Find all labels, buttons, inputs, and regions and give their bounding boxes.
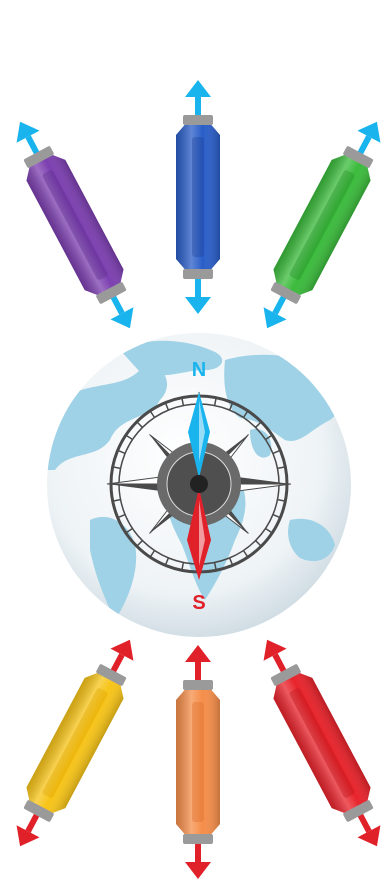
arrow-shaft xyxy=(28,814,37,832)
south-label: S xyxy=(192,592,205,614)
arrow-shaft xyxy=(113,655,122,673)
magnet-groove xyxy=(192,702,204,822)
magnet-purple xyxy=(1,111,150,338)
arrow-head xyxy=(185,297,211,314)
arrow-head xyxy=(9,825,40,852)
arrow-head xyxy=(256,634,287,661)
arrow-shaft xyxy=(360,814,369,832)
arrow-head xyxy=(110,307,141,334)
magnet-groove xyxy=(192,137,204,257)
magnet-end-cap xyxy=(183,269,213,279)
arrow-head xyxy=(185,862,211,879)
magnet-end-cap xyxy=(183,834,213,844)
magnet-green xyxy=(248,111,383,338)
magnet-end-cap xyxy=(183,680,213,690)
magnet-yellow xyxy=(1,629,150,856)
magnet-orange xyxy=(176,645,220,879)
arrow-shaft xyxy=(28,137,37,155)
arrow-shaft xyxy=(113,296,122,314)
arrow-head xyxy=(256,307,287,334)
magnet-blue xyxy=(176,80,220,314)
arrow-head xyxy=(185,80,211,97)
needle-pivot xyxy=(190,475,208,493)
arrow-head xyxy=(110,634,141,661)
arrow-shaft xyxy=(275,296,284,314)
magnet-red xyxy=(248,629,383,856)
arrow-shaft xyxy=(360,137,369,155)
arrow-head xyxy=(9,116,40,143)
arrow-shaft xyxy=(275,655,284,673)
arrow-head xyxy=(185,645,211,662)
magnet-end-cap xyxy=(183,115,213,125)
north-label: N xyxy=(192,359,206,381)
